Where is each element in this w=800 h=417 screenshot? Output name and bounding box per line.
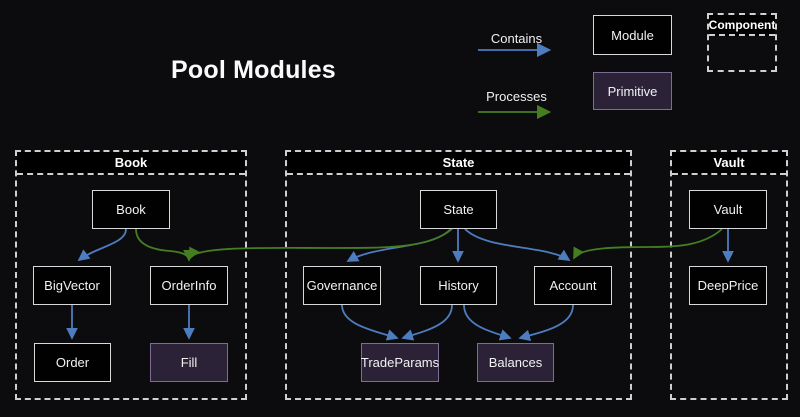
legend-component-label: Component [709, 15, 775, 36]
node-state-node: State [420, 190, 497, 229]
node-orderinfo: OrderInfo [150, 266, 228, 305]
diagram-title: Pool Modules [171, 56, 336, 84]
container-state: State [285, 150, 632, 400]
legend-module-box: Module [593, 15, 672, 55]
container-vault-header: Vault [672, 152, 786, 175]
node-account: Account [534, 266, 612, 305]
node-order: Order [34, 343, 111, 382]
node-history: History [420, 266, 497, 305]
container-book-header: Book [17, 152, 245, 175]
legend-primitive-label: Primitive [607, 83, 658, 99]
node-governance: Governance [303, 266, 381, 305]
node-book-node: Book [92, 190, 170, 229]
legend-processes-label: Processes [486, 89, 547, 104]
legend-component-box: Component [707, 13, 777, 72]
legend-primitive-box: Primitive [593, 72, 672, 110]
node-vault-node: Vault [689, 190, 767, 229]
legend-module-label: Module [611, 27, 654, 43]
node-deepprice: DeepPrice [689, 266, 767, 305]
container-state-header: State [287, 152, 630, 175]
node-tradeparams: TradeParams [361, 343, 439, 382]
node-fill: Fill [150, 343, 228, 382]
node-bigvector: BigVector [33, 266, 111, 305]
container-vault: Vault [670, 150, 788, 400]
legend-contains-label: Contains [490, 31, 543, 46]
node-balances: Balances [477, 343, 554, 382]
container-book: Book [15, 150, 247, 400]
